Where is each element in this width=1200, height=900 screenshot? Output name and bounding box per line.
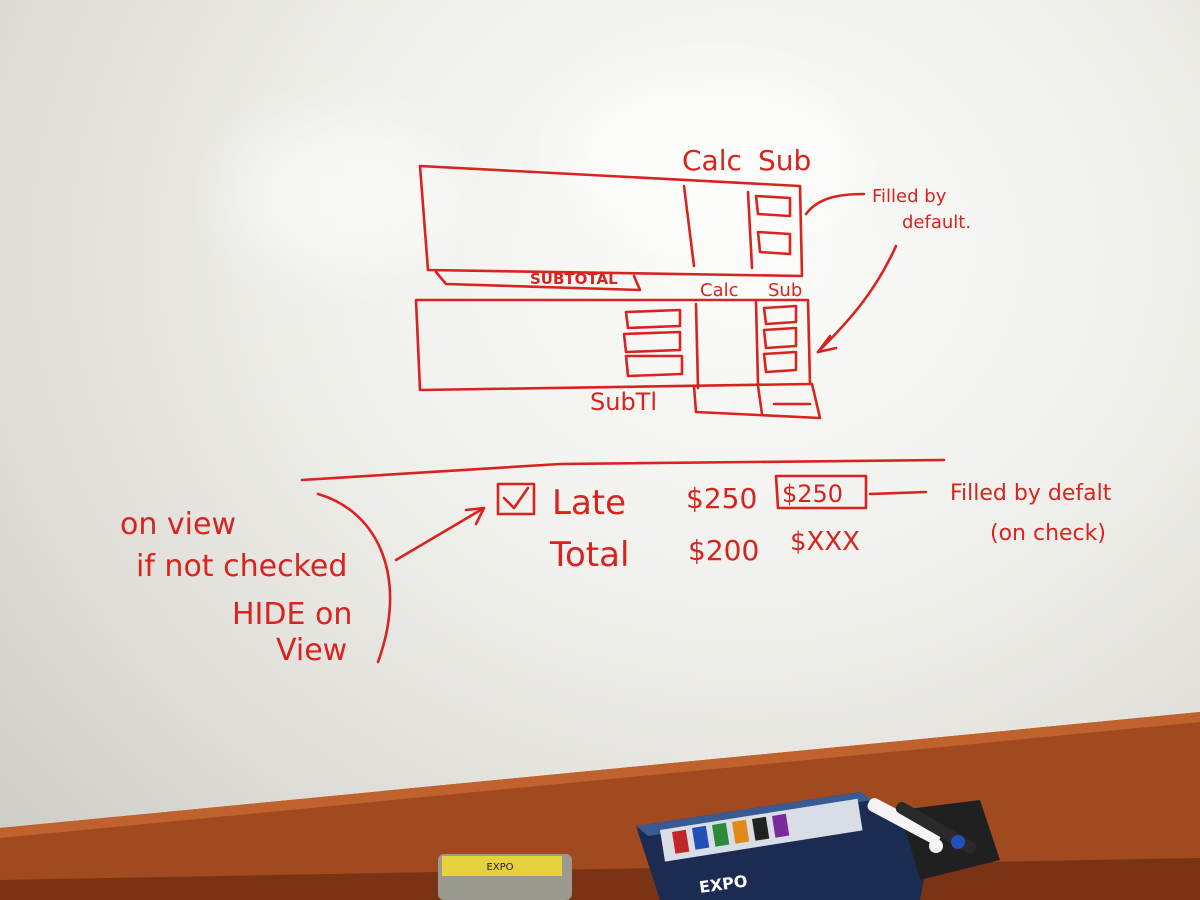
sketch2-field: [624, 354, 684, 378]
sketch1-sub-field: [756, 230, 792, 256]
note-view-arrow: [394, 506, 486, 562]
sketch2-sub-label: Sub: [768, 280, 802, 301]
total-sub-value: $XXX: [790, 527, 860, 557]
sketch1-subtotal-label: SUBTOTAL: [530, 270, 618, 288]
sketch2-sub-field: [762, 326, 798, 350]
sketch1-sub-label: Sub: [758, 144, 811, 177]
note-view-line4: View: [276, 633, 347, 668]
sketch2-subtotal-box: [692, 382, 822, 420]
note-view-line3: HIDE on: [232, 597, 352, 632]
eraser: EXPO: [438, 854, 572, 900]
sketch2-calc-divider: [694, 302, 700, 390]
sketch2-field: [622, 330, 682, 354]
note-view-arrowhead: [464, 506, 486, 526]
total-amount: $200: [688, 534, 759, 567]
late-sub-field: [774, 474, 868, 510]
sketch1-subtotal-bar: [434, 270, 642, 292]
sketch1-calc-label: Calc: [682, 144, 742, 177]
late-checkmark: [502, 486, 530, 510]
light-glare: [230, 120, 450, 270]
eraser-brand: EXPO: [486, 862, 513, 873]
sketch2-sub-field: [762, 304, 798, 326]
late-amount: $250: [686, 482, 757, 515]
note-check-line1: Filled by defalt: [950, 481, 1112, 506]
sketch2-field: [624, 308, 682, 330]
sketch2-sub-divider: [754, 300, 760, 386]
note-check-line2: (on check): [990, 521, 1106, 546]
late-label: Late: [552, 483, 626, 523]
note-default-brace: [804, 192, 866, 216]
sketch2-subtotal-label: SubTl: [590, 388, 657, 416]
note-default-arrowhead: [816, 334, 838, 354]
sketch1-sub-field: [754, 194, 792, 218]
sketch2-subtotal-divider: [756, 384, 764, 416]
marker-box: EXPO: [636, 792, 1000, 900]
note-default-line1: Filled by: [872, 186, 947, 207]
late-checkbox: [496, 482, 536, 516]
note-view-brace: [316, 492, 392, 664]
sketch1-calc-divider: [682, 184, 696, 268]
total-label: Total: [549, 535, 629, 575]
section-divider: [300, 458, 946, 482]
note-check-connector: [868, 490, 928, 496]
sketch1-table: [418, 164, 804, 278]
sketch2-table: [414, 298, 812, 392]
note-view-line2: if not checked: [136, 549, 347, 584]
note-default-arrow: [816, 244, 898, 354]
note-default-line2: default.: [902, 212, 971, 233]
note-view-line1: on view: [120, 507, 236, 542]
ink-strokes: [300, 164, 946, 664]
sketch2-sub-field: [762, 350, 798, 374]
sketch1-sub-divider: [746, 190, 754, 270]
sketch2-calc-label: Calc: [700, 280, 739, 301]
light-glare: [560, 70, 860, 240]
ledge-edge: [0, 712, 1200, 838]
late-sub-value: $250: [782, 480, 843, 508]
